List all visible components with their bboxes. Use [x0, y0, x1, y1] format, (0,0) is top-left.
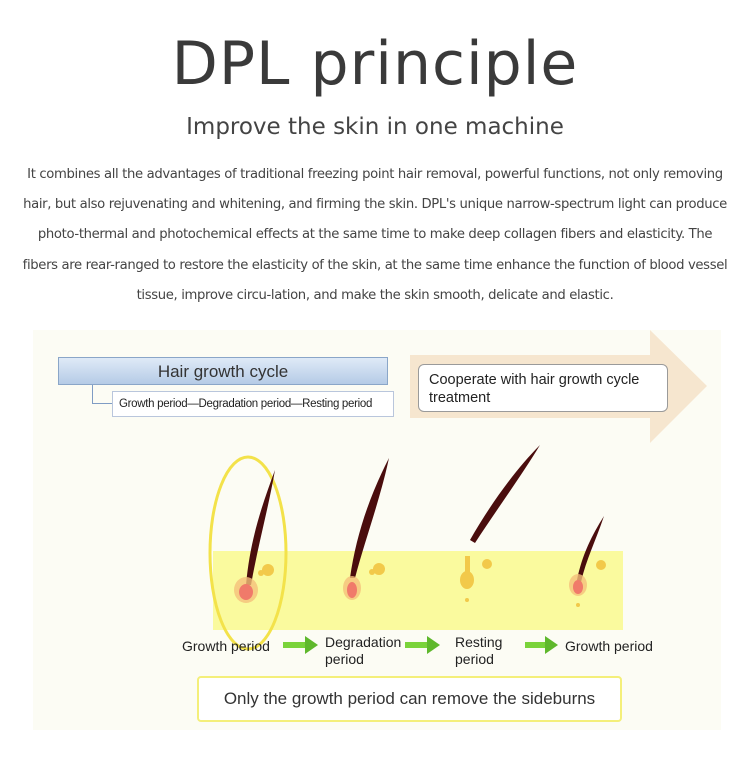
skin-layer-band	[213, 551, 623, 630]
green-arrow-1	[283, 636, 318, 654]
cycle-periods-label: Growth period—Degradation period—Resting…	[112, 391, 394, 417]
page-title: DPL principle	[171, 29, 579, 99]
hair-growth-1	[234, 470, 275, 603]
stage-label-degradation: Degradation period	[325, 634, 402, 667]
stage-label-resting: Resting period	[455, 634, 503, 667]
hair-growth-2	[569, 516, 606, 607]
tree-connector	[92, 385, 113, 404]
green-arrow-3	[525, 636, 558, 654]
stage-label-growth-1: Growth period	[182, 638, 270, 654]
stage-label-growth-2: Growth period	[565, 638, 653, 654]
hair-growth-cycle-heading: Hair growth cycle	[58, 357, 388, 385]
hair-resting	[460, 445, 540, 602]
intro-paragraph: It combines all the advantages of tradit…	[22, 167, 728, 303]
result-statement: Only the growth period can remove the si…	[197, 676, 622, 722]
treatment-note-box: Cooperate with hair growth cycle treatme…	[418, 364, 668, 412]
growth-highlight-ellipse	[208, 455, 288, 651]
page-subtitle: Improve the skin in one machine	[186, 114, 564, 140]
hair-degradation	[343, 458, 389, 600]
green-arrow-2	[405, 636, 440, 654]
